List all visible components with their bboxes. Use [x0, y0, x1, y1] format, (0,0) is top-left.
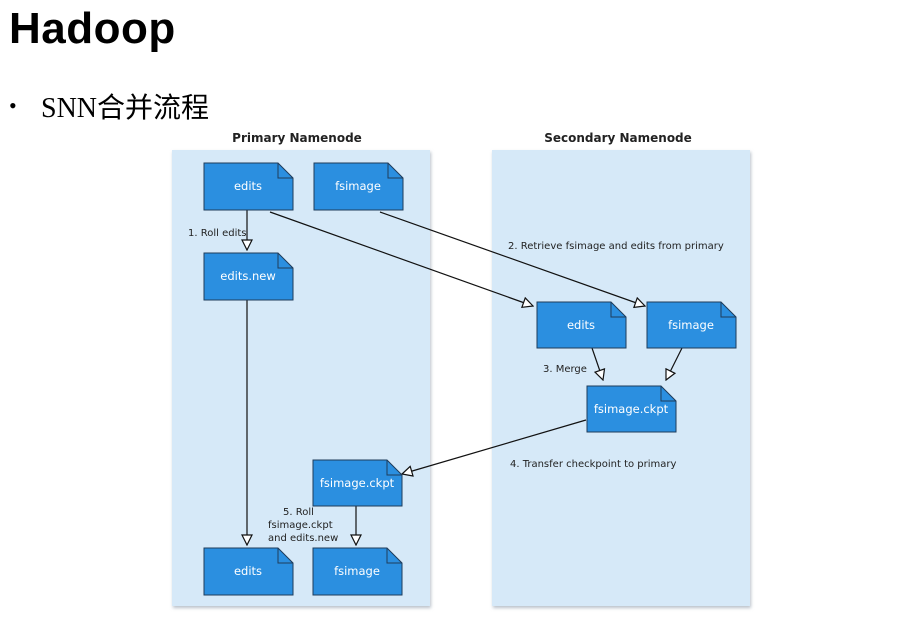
- node-primary-fsimage-final: fsimage: [312, 547, 403, 596]
- step5-label-line2: fsimage.ckpt: [268, 520, 333, 531]
- secondary-panel-title: Secondary Namenode: [544, 131, 692, 145]
- arrow-retrieve-edits: [269, 211, 533, 306]
- arrow-merge-edits: [591, 347, 603, 380]
- step5-label-line1: 5. Roll: [283, 507, 314, 518]
- node-secondary-edits-label: edits: [567, 318, 595, 332]
- arrow-merge-fsimage: [666, 347, 683, 380]
- slide-title: Hadoop: [9, 4, 176, 53]
- node-primary-edits-new-label: edits.new: [220, 269, 276, 283]
- primary-panel-title: Primary Namenode: [232, 131, 362, 145]
- step4-label: 4. Transfer checkpoint to primary: [510, 459, 677, 470]
- node-primary-fsimage-label: fsimage: [335, 179, 381, 193]
- node-primary-fsimage-ckpt-label: fsimage.ckpt: [320, 476, 395, 490]
- node-primary-fsimage: fsimage: [313, 162, 404, 211]
- step3-label: 3. Merge: [543, 364, 587, 375]
- secondary-panel: [492, 150, 750, 606]
- node-primary-edits-final: edits: [203, 547, 294, 596]
- bullet-text: SNN合并流程: [41, 93, 210, 124]
- node-secondary-fsimage-ckpt-label: fsimage.ckpt: [594, 402, 669, 416]
- bullet-item: • SNN合并流程: [9, 86, 209, 126]
- node-primary-fsimage-final-label: fsimage: [334, 564, 380, 578]
- step1-label: 1. Roll edits: [188, 228, 246, 239]
- node-secondary-fsimage-ckpt: fsimage.ckpt: [586, 385, 677, 433]
- bullet-dot-icon: •: [9, 93, 17, 118]
- node-primary-edits-label: edits: [234, 179, 262, 193]
- node-primary-edits-new: edits.new: [203, 252, 294, 301]
- node-secondary-fsimage: fsimage: [646, 301, 737, 349]
- node-secondary-edits: edits: [536, 301, 627, 349]
- node-secondary-fsimage-label: fsimage: [668, 318, 714, 332]
- primary-panel: [172, 150, 430, 606]
- step2-label: 2. Retrieve fsimage and edits from prima…: [508, 241, 724, 252]
- arrow-transfer-checkpoint: [402, 419, 587, 474]
- arrow-retrieve-fsimage: [379, 211, 645, 306]
- node-primary-edits-final-label: edits: [234, 564, 262, 578]
- node-primary-fsimage-ckpt: fsimage.ckpt: [312, 459, 403, 507]
- step5-label-line3: and edits.new: [268, 533, 338, 544]
- node-primary-edits: edits: [203, 162, 294, 211]
